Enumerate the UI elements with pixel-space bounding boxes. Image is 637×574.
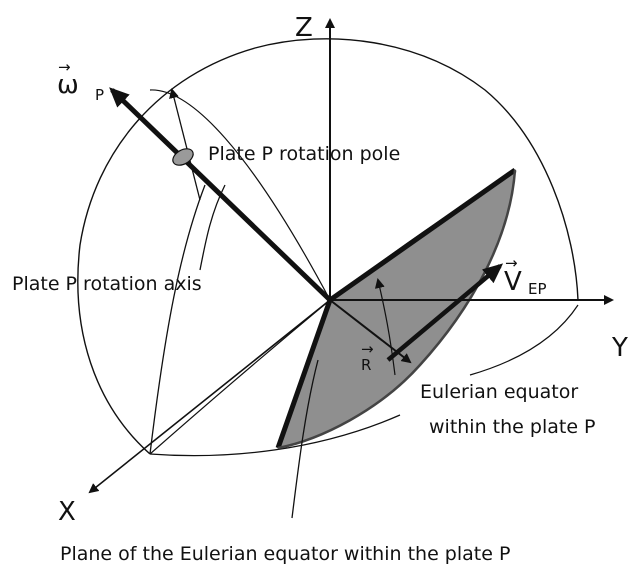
velocity-label: V → EP bbox=[504, 254, 547, 298]
sphere-lower-rim bbox=[149, 414, 401, 457]
meridian-right bbox=[469, 304, 579, 376]
radius-symbol: R bbox=[361, 356, 371, 374]
radius-vector bbox=[329, 299, 412, 364]
equator-leader bbox=[374, 278, 396, 376]
velocity-vector bbox=[386, 263, 504, 362]
eulerian-equator-label-line2: within the plate P bbox=[429, 416, 596, 438]
x-axis-label: X bbox=[58, 497, 76, 527]
plane-caption: Plane of the Eulerian equator within the… bbox=[60, 543, 510, 565]
sphere-outline bbox=[77, 38, 579, 455]
rotation-axis-label: Plate P rotation axis bbox=[12, 273, 202, 295]
radius-label: R → bbox=[361, 340, 374, 374]
rotation-pole-label: Plate P rotation pole bbox=[208, 143, 400, 165]
velocity-vector-arrow: → bbox=[505, 254, 518, 272]
x-axis bbox=[88, 299, 331, 494]
eulerian-plane-left-edge bbox=[275, 299, 333, 449]
plane-leader bbox=[291, 359, 319, 519]
y-axis-label: Y bbox=[611, 333, 628, 363]
z-axis-label: Z bbox=[295, 13, 313, 43]
meridian-upper bbox=[149, 89, 331, 301]
eulerian-equator-label-line1: Eulerian equator bbox=[420, 381, 578, 403]
velocity-symbol: V bbox=[504, 267, 522, 297]
omega-vector-arrow: → bbox=[58, 58, 71, 76]
eulerian-equator-arc bbox=[277, 169, 517, 450]
rotation-axis-leader bbox=[199, 184, 226, 271]
radius-vector-arrow: → bbox=[361, 340, 374, 358]
rotation-arrow-thin bbox=[169, 88, 201, 201]
omega-label: ω → P bbox=[57, 58, 104, 104]
eulerian-plane-top-edge bbox=[328, 167, 517, 303]
rotation-pole-marker bbox=[172, 148, 194, 166]
omega-subscript: P bbox=[95, 86, 104, 104]
meridian-left bbox=[149, 184, 206, 455]
eulerian-plane bbox=[277, 168, 516, 449]
velocity-subscript: EP bbox=[528, 280, 547, 298]
omega-symbol: ω bbox=[57, 70, 79, 100]
